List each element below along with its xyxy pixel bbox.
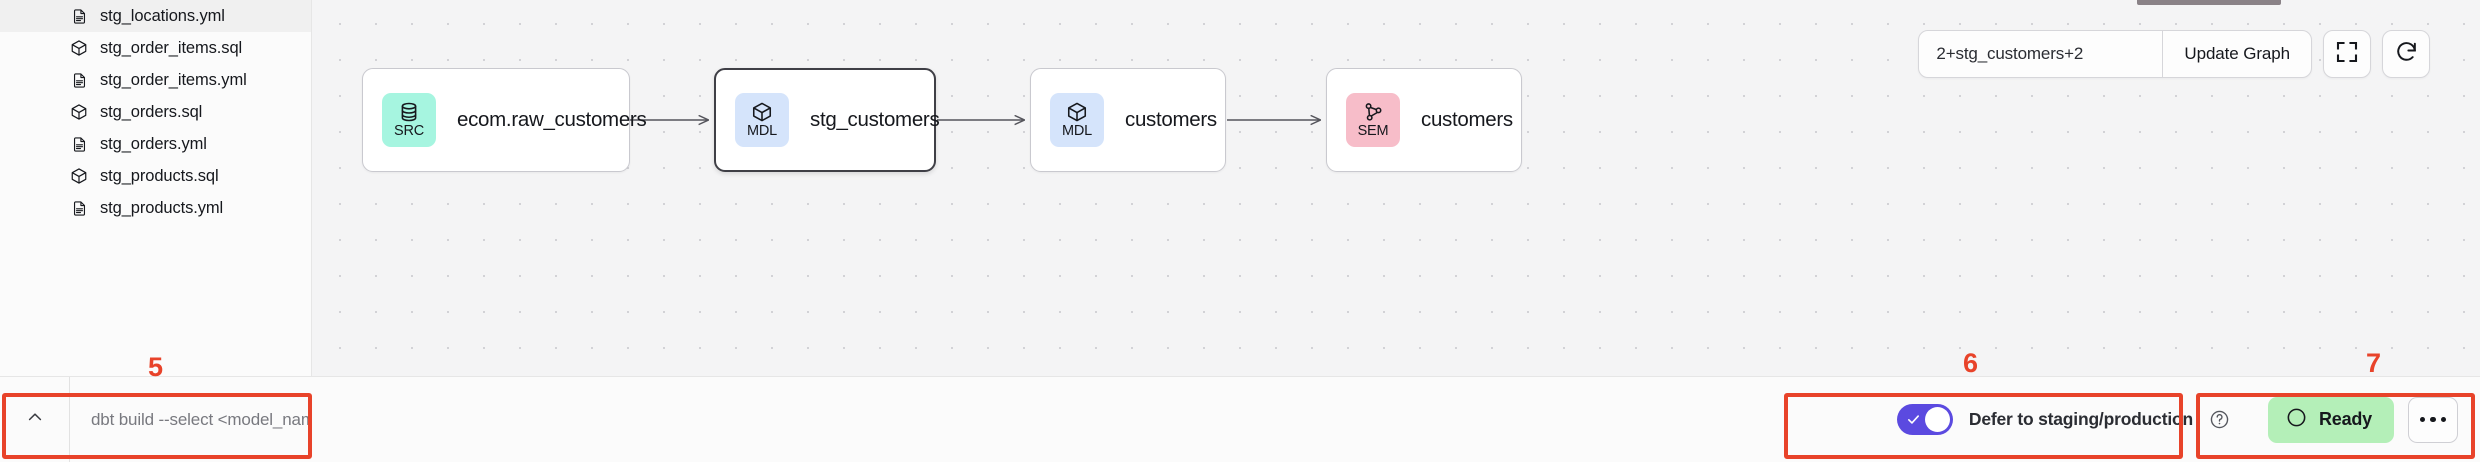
- ellipsis-icon: [2419, 416, 2447, 423]
- defer-setting-group: Defer to staging/production: [1881, 377, 2248, 462]
- file-list: stg_locations.yml stg_order_items.sql stg_…: [0, 0, 311, 224]
- lineage-graph-canvas[interactable]: Update Graph: [312, 0, 2480, 376]
- file-list-item[interactable]: stg_order_items.yml: [0, 64, 311, 96]
- status-label: Ready: [2318, 409, 2372, 429]
- dbt-command-input[interactable]: [70, 377, 312, 462]
- chevron-up-icon: [25, 407, 45, 432]
- graph-toolbar: Update Graph: [1918, 30, 2430, 78]
- check-icon: [1906, 412, 1921, 432]
- file-name-label: stg_order_items.sql: [100, 38, 243, 57]
- status-badge[interactable]: Ready: [2267, 396, 2394, 443]
- file-name-label: stg_orders.yml: [100, 134, 207, 153]
- file-list-item[interactable]: stg_products.yml: [0, 192, 311, 224]
- defer-toggle[interactable]: [1896, 404, 1953, 435]
- file-name-label: stg_locations.yml: [100, 6, 225, 25]
- command-bar-collapse-button[interactable]: [0, 377, 70, 462]
- file-list-item[interactable]: stg_locations.yml: [0, 0, 311, 32]
- status-bar-right: Defer to staging/production: [1881, 377, 2480, 462]
- node-badge-label: SRC: [393, 123, 424, 140]
- yml-file-icon: [70, 71, 88, 89]
- command-bar: [0, 377, 312, 462]
- cube-icon: [751, 101, 773, 123]
- database-icon: [398, 101, 420, 123]
- selector-group: Update Graph: [1918, 30, 2312, 78]
- sql-model-icon: [70, 103, 88, 121]
- file-name-label: stg_products.yml: [100, 198, 224, 217]
- panel-scroll-indicator[interactable]: [2137, 0, 2281, 5]
- file-list-item[interactable]: stg_products.sql: [0, 160, 311, 192]
- graph-edges: [629, 0, 2480, 376]
- update-graph-button[interactable]: Update Graph: [2162, 31, 2311, 77]
- node-badge-mdl: MDL: [735, 93, 789, 147]
- node-badge-label: SEM: [1357, 123, 1389, 140]
- toggle-knob: [1924, 407, 1950, 432]
- file-name-label: stg_products.sql: [100, 166, 219, 185]
- network-icon: [1362, 101, 1384, 123]
- node-label: ecom.raw_customers: [457, 108, 647, 131]
- node-badge-sem: SEM: [1346, 93, 1400, 147]
- yml-file-icon: [70, 7, 88, 25]
- file-name-label: stg_orders.sql: [100, 102, 203, 121]
- file-list-item[interactable]: stg_orders.sql: [0, 96, 311, 128]
- node-label: customers: [1125, 108, 1217, 131]
- question-circle-icon[interactable]: [2209, 409, 2230, 430]
- graph-node-mdl-customers[interactable]: MDL customers: [1030, 68, 1226, 172]
- node-badge-label: MDL: [1061, 123, 1092, 140]
- refresh-button[interactable]: [2382, 30, 2430, 78]
- graph-node-mdl-stg-customers[interactable]: MDL stg_customers: [714, 68, 940, 172]
- fullscreen-icon: [2335, 40, 2359, 69]
- node-label: stg_customers: [810, 108, 940, 131]
- file-list-item[interactable]: stg_orders.yml: [0, 128, 311, 160]
- graph-selector-input[interactable]: [1919, 31, 2163, 77]
- fullscreen-button[interactable]: [2323, 30, 2371, 78]
- sql-model-icon: [70, 167, 88, 185]
- cube-icon: [1066, 101, 1088, 123]
- refresh-icon: [2394, 39, 2419, 69]
- status-group: Ready: [2248, 377, 2458, 462]
- sql-model-icon: [70, 39, 88, 57]
- node-badge-src: SRC: [382, 93, 436, 147]
- node-badge-mdl: MDL: [1050, 93, 1104, 147]
- file-name-label: stg_order_items.yml: [100, 70, 247, 89]
- yml-file-icon: [70, 135, 88, 153]
- graph-node-src-ecom-raw-customers[interactable]: SRC ecom.raw_customers: [362, 68, 647, 172]
- graph-node-sem-customers[interactable]: SEM customers: [1326, 68, 1522, 172]
- more-options-button[interactable]: [2408, 396, 2458, 443]
- node-badge-label: MDL: [746, 123, 777, 140]
- file-list-item[interactable]: stg_order_items.sql: [0, 32, 311, 64]
- node-label: customers: [1421, 108, 1513, 131]
- file-explorer-sidebar: stg_locations.yml stg_order_items.sql stg_…: [0, 0, 312, 376]
- circle-icon: [2286, 407, 2307, 433]
- yml-file-icon: [70, 199, 88, 217]
- bottom-status-bar: Defer to staging/production: [0, 376, 2480, 462]
- defer-label: Defer to staging/production: [1968, 409, 2193, 429]
